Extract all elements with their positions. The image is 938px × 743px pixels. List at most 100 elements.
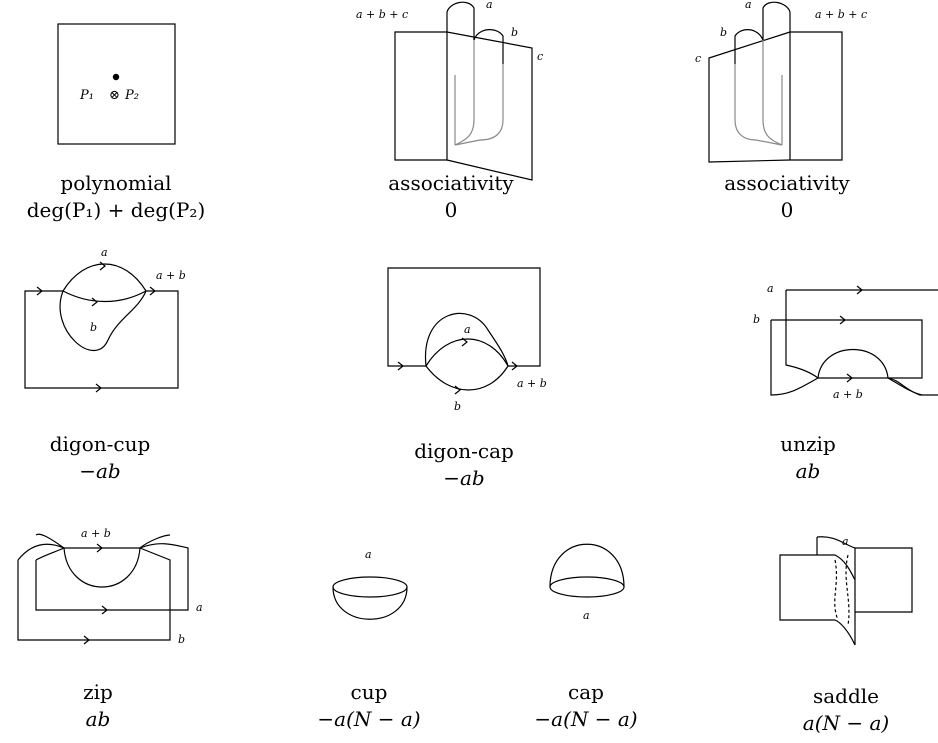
unzip-arrow-1 [856,285,863,295]
digon-cap-outer [387,267,541,367]
unzip-ab-label: a + b [833,388,863,401]
digon-cup-cup [59,290,147,352]
unzip-value: ab [795,459,821,483]
assoc1-sheet-a [446,1,475,40]
digon-cap-dome [425,312,509,367]
assoc2-value: 0 [780,198,794,222]
zip-cup [63,547,141,588]
digon-cup-value: −ab [79,459,121,483]
polynomial-p2-label: P₂ [124,88,139,103]
unzip-a-label: a [767,282,774,295]
digon-cup-arrow-2 [99,261,106,271]
polynomial-value: deg(P₁) + deg(P₂) [26,198,206,222]
assoc1-sheet-b [473,29,504,64]
polynomial-p1-label: P₁ [79,88,94,103]
cap-caption: cap −a(N − a) [466,679,706,733]
digon-cup-arrow-4 [149,286,156,296]
cap-dome [549,543,625,588]
cup-a-label: a [365,548,372,561]
assoc1-name: associativity [388,171,514,195]
assoc2-abc-label: a + b + c [815,8,867,21]
assoc2-seam-2 [734,64,783,146]
unzip-arrow-3 [846,373,853,383]
digon-cap-arrow-4 [511,361,518,371]
polynomial-caption: polynomial deg(P₁) + deg(P₂) [0,170,236,224]
zip-a-label: a [196,601,203,614]
unzip-left-b [770,320,819,396]
digon-cup-arrow-1 [36,286,43,296]
cap-name: cap [568,680,604,704]
associativity-right-caption: associativity 0 [667,170,907,224]
assoc2-sheet-b [734,29,764,64]
unzip-b-label: b [753,313,760,326]
zip-name: zip [83,680,113,704]
saddle-a-label: a [842,535,849,548]
zip-value: ab [85,707,111,731]
zip-arrow-3 [83,635,90,645]
digon-cap-arrow-2 [461,337,468,347]
unzip-arrow-2 [839,315,846,325]
assoc1-seam-1 [454,40,475,146]
associativity-left-caption: associativity 0 [331,170,571,224]
zip-left-lower [35,547,65,561]
assoc1-value: 0 [444,198,458,222]
cup-value: −a(N − a) [317,707,421,731]
digon-cap-a-label: a [464,323,471,336]
digon-cup-arrow-5 [95,383,102,393]
unzip-strand-b [771,319,923,379]
saddle-dashed-1 [834,559,839,621]
saddle-front-sheet [779,554,856,646]
unzip-left-a [785,290,819,379]
assoc2-name: associativity [724,171,850,195]
cup-name: cup [350,680,388,704]
assoc2-sheet-c [708,31,791,163]
cup-caption: cup −a(N − a) [249,679,489,733]
digon-cup-b-label: b [90,321,97,334]
zip-right-wing [139,534,171,549]
unzip-name: unzip [780,432,836,456]
assoc1-sheet-c [446,31,533,181]
assoc2-back-sheet [789,31,843,161]
zip-arrow-2 [101,605,108,615]
polynomial-name: polynomial [60,171,172,195]
assoc2-seam-1 [762,40,783,146]
saddle-name: saddle [812,684,880,708]
saddle-back-sheet [816,536,913,613]
assoc2-b-label: b [720,26,727,39]
zip-strand-b [17,547,171,641]
digon-cap-caption: digon-cap −ab [344,438,584,492]
digon-cap-name: digon-cap [414,439,514,463]
digon-cap-lower-arc [425,365,509,391]
digon-cup-arrow-3 [91,297,98,307]
polynomial-otimes-label: ⊗ [109,88,120,103]
unzip-right [887,377,923,396]
zip-ab-label: a + b [81,527,111,540]
cup-bowl [332,586,408,620]
digon-cup-lower-arc [62,290,147,303]
assoc2-sheet-a [762,1,791,40]
digon-cap-arrow-1 [397,361,404,371]
zip-b-label: b [178,633,185,646]
saddle-caption: saddle a(N − a) [726,683,938,737]
digon-cap-b-label: b [454,400,461,413]
digon-cup-a-label: a [101,246,108,259]
unzip-dome [817,348,889,379]
digon-cup-name: digon-cup [49,432,151,456]
saddle-dashed-2 [845,554,850,626]
digon-cup-ab-label: a + b [156,269,186,282]
zip-arrow-1 [96,543,103,553]
assoc1-abc-label: a + b + c [356,8,408,21]
polynomial-dot [112,73,120,81]
cap-a-label: a [583,609,590,622]
digon-cap-upper-arc [425,338,509,367]
zip-caption: zip ab [0,679,218,733]
